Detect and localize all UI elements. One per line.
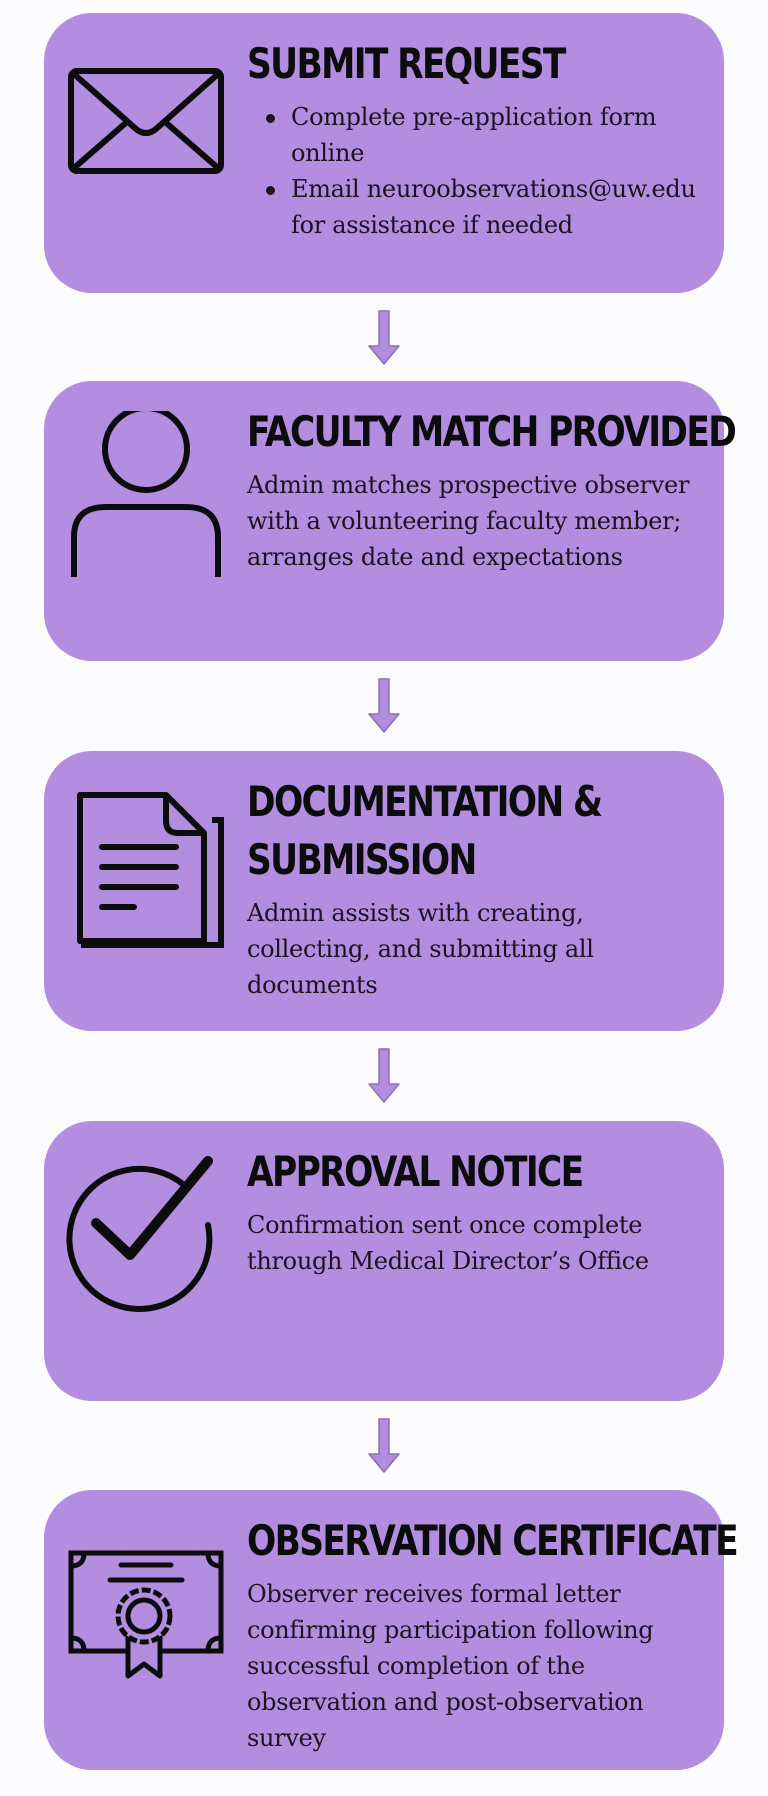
step-card-submit-request: SUBMIT REQUEST Complete pre-application … (44, 13, 724, 293)
down-arrow-icon (367, 678, 401, 734)
step-description: Confirmation sent once complete through … (247, 1211, 649, 1275)
step-description: Admin assists with creating, collecting,… (247, 899, 594, 999)
step-title: APPROVAL NOTICE (247, 1147, 584, 1196)
down-arrow-icon (367, 1418, 401, 1474)
list-item: Email neuroobservations@uw.edu for assis… (266, 171, 706, 243)
step-title: DOCUMENTATION & SUBMISSION (247, 777, 603, 884)
step-title: OBSERVATION CERTIFICATE (247, 1516, 739, 1565)
list-item: Complete pre-application form online (266, 99, 706, 171)
step-description: Admin matches prospective observer with … (247, 471, 690, 571)
step-card-approval-notice: APPROVAL NOTICE Confirmation sent once c… (44, 1121, 724, 1401)
down-arrow-icon (367, 310, 401, 366)
envelope-icon (66, 43, 226, 213)
step-card-documentation: DOCUMENTATION & SUBMISSION Admin assists… (44, 751, 724, 1031)
down-arrow-icon (367, 1048, 401, 1104)
person-icon (66, 411, 226, 581)
certificate-icon (66, 1520, 226, 1690)
step-title: FACULTY MATCH PROVIDED (247, 407, 737, 456)
checkmark-circle-icon (66, 1151, 226, 1321)
step-description: Observer receives formal letter confirmi… (247, 1580, 654, 1752)
step-card-observation-certificate: OBSERVATION CERTIFICATE Observer receive… (44, 1490, 739, 1770)
step-card-faculty-match: FACULTY MATCH PROVIDED Admin matches pro… (44, 381, 737, 661)
step-bullet-list: Complete pre-application form online Ema… (247, 99, 706, 243)
step-title: SUBMIT REQUEST (247, 39, 566, 88)
document-icon (66, 781, 226, 951)
